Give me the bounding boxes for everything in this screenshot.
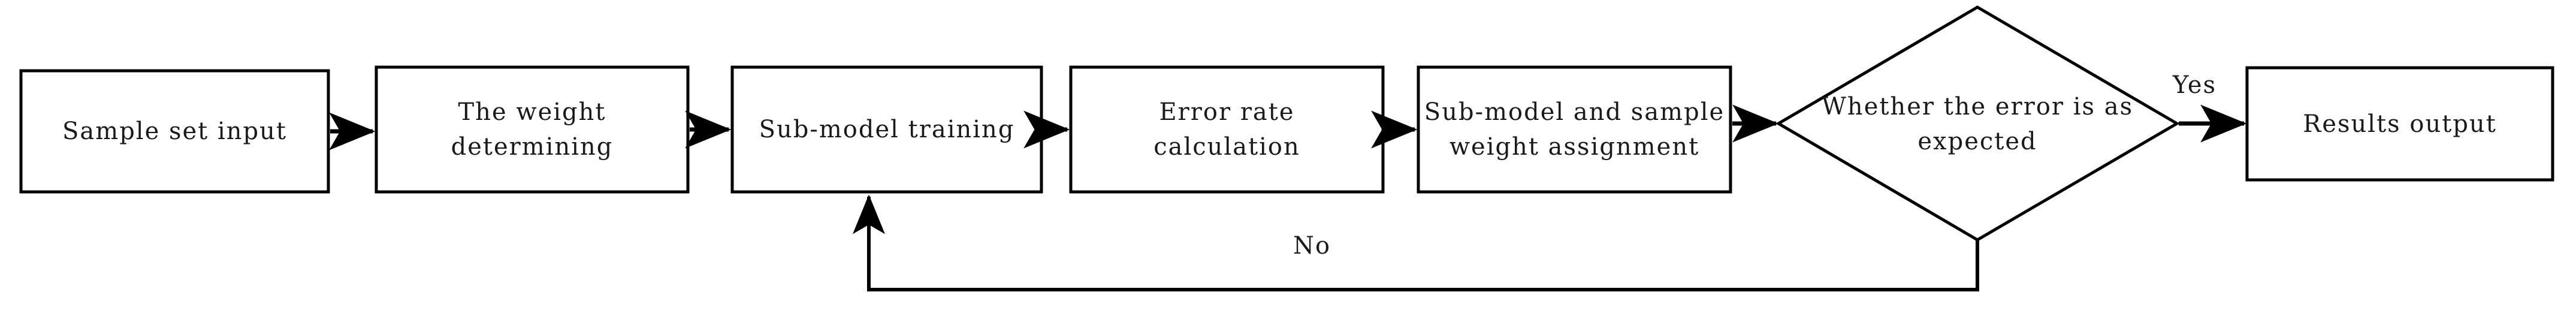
node-shape-error-check [1775,5,2180,242]
node-shape-sub-model-training [730,65,1043,194]
node-shape-results-output [2245,66,2554,182]
node-sample-set-input[interactable] [21,71,328,192]
node-weight-assignment[interactable] [1418,67,1731,192]
node-sub-model-training[interactable] [732,67,1041,192]
node-results-output[interactable] [2247,68,2553,180]
node-shape-weight-assignment [1417,65,1732,194]
node-shape-weight-determining [375,65,690,194]
node-weight-determining[interactable] [376,67,688,192]
edge-error-check-to-sub-model-training [853,194,1979,291]
node-error-rate-calc[interactable] [1071,67,1383,192]
node-shape-sample-set-input [19,69,330,194]
